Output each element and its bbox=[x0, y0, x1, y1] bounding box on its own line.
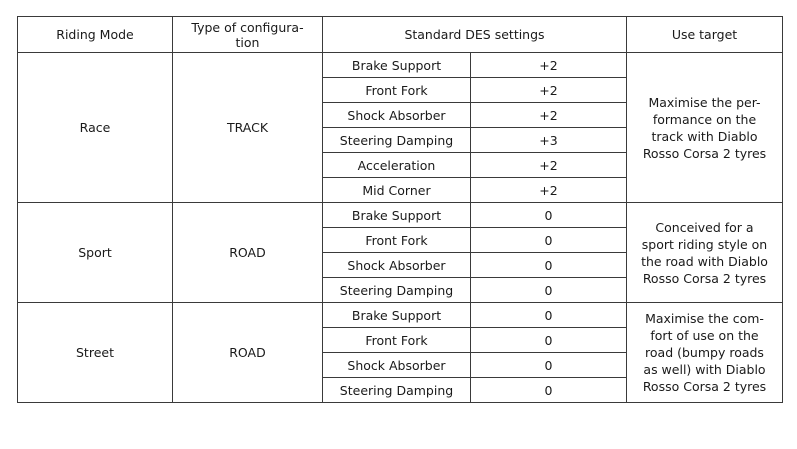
setting-value-cell: +2 bbox=[470, 77, 627, 103]
use-target-line: road (bumpy roads bbox=[645, 345, 764, 360]
table-row: Acceleration+2 bbox=[18, 152, 783, 178]
setting-name-cell: Steering Damping bbox=[322, 377, 471, 403]
setting-value-cell: +3 bbox=[470, 127, 627, 153]
setting-value-cell: 0 bbox=[470, 327, 627, 353]
configuration-type-cell: ROAD bbox=[172, 302, 323, 403]
setting-name-cell: Steering Damping bbox=[322, 127, 471, 153]
header-use-target: Use target bbox=[626, 16, 783, 53]
use-target-line: track with Diablo bbox=[651, 128, 758, 144]
setting-name-cell: Mid Corner bbox=[322, 177, 471, 203]
use-target-line: fort of use on the bbox=[650, 328, 759, 343]
setting-value-cell: +2 bbox=[470, 102, 627, 128]
use-target-line: Rosso Corsa 2 tyres bbox=[642, 270, 767, 286]
setting-name-cell: Steering Damping bbox=[322, 277, 471, 303]
setting-value-cell: 0 bbox=[470, 227, 627, 253]
setting-name-cell: Front Fork bbox=[322, 77, 471, 103]
setting-value-cell: +2 bbox=[470, 177, 627, 203]
use-target-line: the road with Diablo bbox=[641, 253, 768, 269]
header-row: Riding Mode Type of configura-tion Stand… bbox=[17, 16, 783, 53]
use-target-line: Rosso Corsa 2 tyres bbox=[642, 145, 767, 161]
setting-name-cell: Acceleration bbox=[322, 152, 471, 178]
table-row: Steering Damping+3 bbox=[18, 127, 783, 153]
setting-name-cell: Brake Support bbox=[322, 302, 471, 328]
table-row: Shock Absorber+2 bbox=[18, 102, 783, 128]
setting-value-cell: 0 bbox=[470, 252, 627, 278]
setting-name-cell: Brake Support bbox=[322, 52, 471, 78]
use-target-cell: Maximise the com-fort of use on the road … bbox=[626, 302, 783, 403]
des-settings-table: Riding Mode Type of configura-tion Stand… bbox=[17, 16, 783, 403]
header-type-line-1: Type of configura- bbox=[191, 19, 304, 35]
setting-name-cell: Front Fork bbox=[322, 227, 471, 253]
table-row: Front Fork+2 bbox=[18, 77, 783, 103]
configuration-type-cell: ROAD bbox=[172, 202, 323, 303]
setting-value-cell: 0 bbox=[470, 277, 627, 303]
setting-name-cell: Shock Absorber bbox=[322, 102, 471, 128]
setting-name-cell: Brake Support bbox=[322, 202, 471, 228]
use-target-line: Conceived for a bbox=[655, 219, 754, 235]
configuration-type-cell: TRACK bbox=[172, 52, 323, 203]
header-riding-mode: Riding Mode bbox=[17, 16, 173, 53]
use-target-line: sport riding style on bbox=[641, 236, 768, 252]
riding-mode-cell: Street bbox=[17, 302, 173, 403]
setting-value-cell: +2 bbox=[470, 52, 627, 78]
setting-name-cell: Front Fork bbox=[322, 327, 471, 353]
setting-value-cell: +2 bbox=[470, 152, 627, 178]
setting-name-cell: Shock Absorber bbox=[322, 252, 471, 278]
table-row: Mid Corner+2 bbox=[18, 177, 783, 203]
header-des-settings: Standard DES settings bbox=[322, 16, 627, 53]
setting-value-cell: 0 bbox=[470, 302, 627, 328]
riding-mode-cell: Race bbox=[17, 52, 173, 203]
use-target-line: formance on the bbox=[652, 111, 757, 127]
setting-value-cell: 0 bbox=[470, 377, 627, 403]
header-type-of-configuration: Type of configura-tion bbox=[172, 16, 323, 53]
use-target-line: Rosso Corsa 2 tyres bbox=[642, 379, 767, 394]
riding-mode-cell: Sport bbox=[17, 202, 173, 303]
header-type-line-2: tion bbox=[235, 34, 260, 50]
setting-value-cell: 0 bbox=[470, 352, 627, 378]
use-target-line: as well) with Diablo bbox=[643, 362, 766, 377]
use-target-line: Maximise the com- bbox=[645, 311, 764, 326]
setting-value-cell: 0 bbox=[470, 202, 627, 228]
use-target-line: Maximise the per- bbox=[648, 94, 761, 110]
setting-name-cell: Shock Absorber bbox=[322, 352, 471, 378]
